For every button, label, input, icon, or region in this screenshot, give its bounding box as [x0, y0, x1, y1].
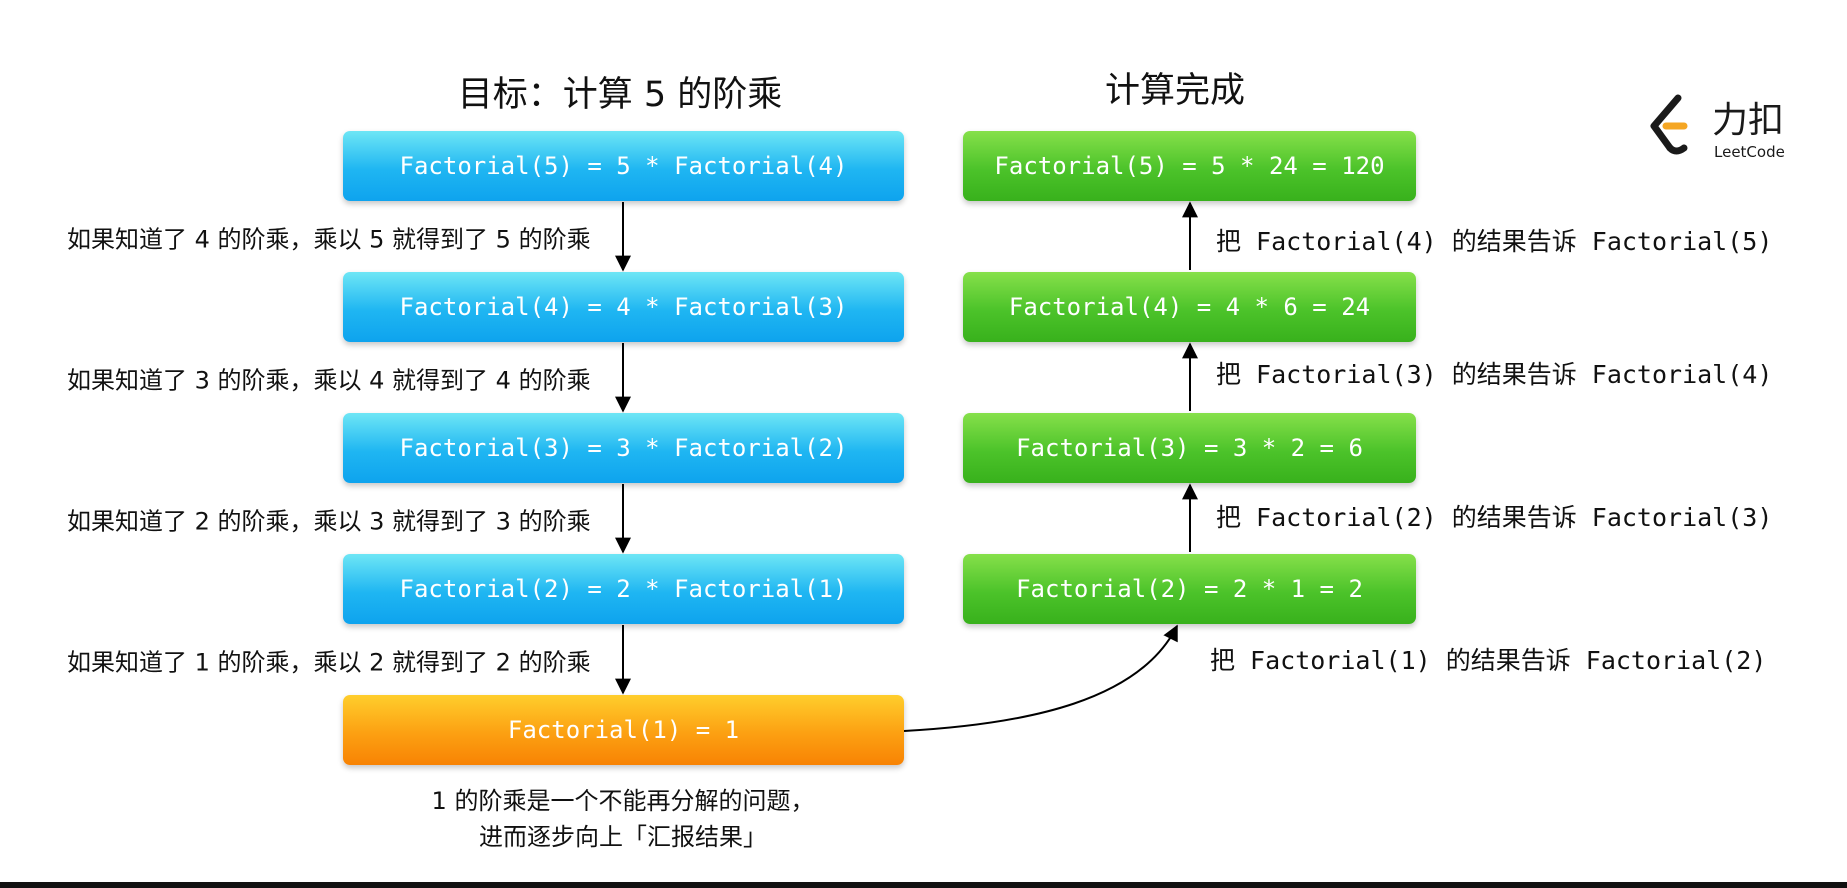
left-box-factorial-4: Factorial(4) = 4 * Factorial(3): [343, 272, 904, 342]
logo-chinese-text: 力扣: [1712, 100, 1784, 141]
logo-english-text: LeetCode: [1714, 143, 1785, 161]
left-label-4: 如果知道了 1 的阶乘，乘以 2 就得到了 2 的阶乘: [67, 648, 591, 677]
left-box-factorial-2: Factorial(2) = 2 * Factorial(1): [343, 554, 904, 624]
left-box-factorial-5: Factorial(5) = 5 * Factorial(4): [343, 131, 904, 201]
left-label-2: 如果知道了 3 的阶乘，乘以 4 就得到了 4 的阶乘: [67, 366, 591, 395]
leetcode-logo-icon: 力扣 LeetCode: [1650, 94, 1785, 161]
right-column-title: 计算完成: [1104, 71, 1246, 111]
base-case-box: Factorial(1) = 1: [343, 695, 904, 765]
right-box-factorial-2: Factorial(2) = 2 * 1 = 2: [963, 554, 1416, 624]
left-column-title: 目标：计算 5 的阶乘: [457, 75, 783, 115]
base-case-note-line1: 1 的阶乘是一个不能再分解的问题，: [431, 787, 815, 815]
left-label-1: 如果知道了 4 的阶乘，乘以 5 就得到了 5 的阶乘: [67, 225, 591, 254]
right-label-2: 把 Factorial(3) 的结果告诉 Factorial(4): [1216, 360, 1773, 389]
bottom-border-bar: [0, 882, 1847, 888]
left-box-factorial-3: Factorial(3) = 3 * Factorial(2): [343, 413, 904, 483]
right-label-3: 把 Factorial(2) 的结果告诉 Factorial(3): [1216, 503, 1773, 532]
right-label-1: 把 Factorial(4) 的结果告诉 Factorial(5): [1216, 227, 1773, 256]
base-case-note-line2: 进而逐步向上「汇报结果」: [479, 823, 767, 851]
base-case-note: 1 的阶乘是一个不能再分解的问题， 进而逐步向上「汇报结果」: [432, 783, 815, 855]
right-box-factorial-3: Factorial(3) = 3 * 2 = 6: [963, 413, 1416, 483]
right-box-factorial-5: Factorial(5) = 5 * 24 = 120: [963, 131, 1416, 201]
arrow-curve-1-to-2: [903, 624, 1178, 732]
right-label-4: 把 Factorial(1) 的结果告诉 Factorial(2): [1210, 646, 1767, 675]
left-label-3: 如果知道了 2 的阶乘，乘以 3 就得到了 3 的阶乘: [67, 507, 591, 536]
right-box-factorial-4: Factorial(4) = 4 * 6 = 24: [963, 272, 1416, 342]
leetcode-logo: 力扣 LeetCode: [1640, 90, 1800, 170]
